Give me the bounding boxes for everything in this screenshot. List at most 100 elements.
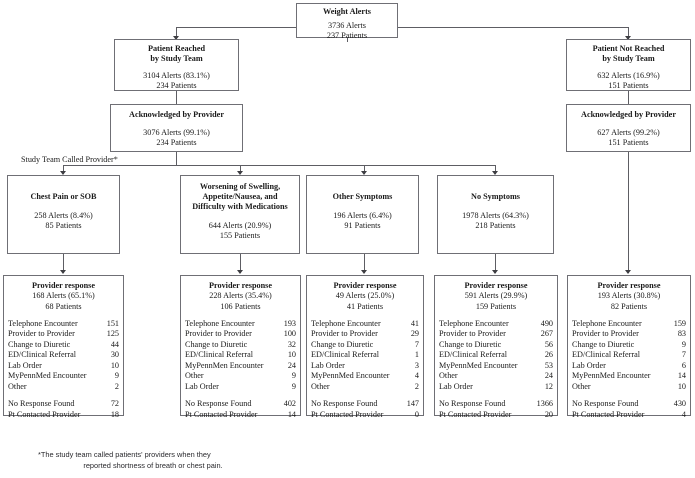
response-patients: 159 Patients (475, 301, 517, 311)
node-title: Patient Reached by Study Team (115, 44, 238, 64)
row-label: Change to Diuretic (311, 339, 374, 349)
row-value: 14 (677, 371, 686, 381)
row-value: 9 (681, 339, 686, 349)
row-value: 56 (544, 339, 553, 349)
row-label: ED/Clinical Referral (439, 350, 507, 360)
response-header: Provider response 228 Alerts (35.4%) 106… (185, 281, 296, 312)
row-label: No Response Found (439, 399, 506, 409)
row-label: Provider to Provider (311, 329, 378, 339)
row-label: No Response Found (572, 399, 639, 409)
alerts-count: 1978 Alerts (64.3%) (462, 211, 529, 220)
connector-drop-chest (63, 165, 64, 174)
row-label: ED/Clinical Referral (185, 350, 253, 360)
alerts-count: 627 Alerts (99.2%) (597, 128, 660, 137)
response-alerts: 193 Alerts (30.8%) (597, 291, 661, 301)
node-title: No Symptoms (438, 192, 553, 202)
title-line-1: Chest Pain or SOB (30, 192, 97, 201)
arrow-to-response-2 (237, 270, 243, 274)
row-label: Change to Diuretic (185, 339, 248, 349)
row-label: Provider to Provider (439, 329, 506, 339)
response-patients: 106 Patients (220, 301, 261, 311)
row-value: 7 (681, 350, 686, 360)
arrow-to-response-1 (60, 270, 66, 274)
node-stats: 3104 Alerts (83.1%) 234 Patients (115, 71, 238, 92)
row-label: Lab Order (311, 360, 345, 370)
footnote: *The study team called patients' provide… (38, 450, 268, 471)
row-label: MyPennMen Encounter (185, 360, 264, 370)
connector-symptom-bus-b (176, 165, 495, 166)
title-line-2: by Study Team (150, 54, 203, 63)
response-alerts: 591 Alerts (29.9%) (464, 291, 528, 301)
connector-ack-left-down (176, 152, 177, 165)
response-patients: 82 Patients (610, 301, 648, 311)
node-title: Acknowledged by Provider (581, 110, 676, 119)
patients-count: 234 Patients (156, 81, 197, 91)
response-header: Provider response 168 Alerts (65.1%) 68 … (8, 281, 119, 312)
node-stats: 3076 Alerts (99.1%) 234 Patients (111, 128, 242, 149)
connector-drop-reached (176, 27, 177, 39)
row-label: Lab Order (185, 381, 219, 391)
row-value: 9 (114, 371, 119, 381)
title-line-1: Patient Not Reached (592, 44, 665, 53)
alerts-count: 3076 Alerts (99.1%) (143, 128, 210, 137)
connector-drop-other (364, 165, 365, 174)
connector-reached-to-ack (176, 91, 177, 104)
arrow-to-none (492, 171, 498, 175)
alerts-count: 258 Alerts (8.4%) (34, 211, 93, 220)
node-weight-alerts: Weight Alerts 3736 Alerts 237 Patients (296, 3, 398, 40)
response-header: Provider response 591 Alerts (29.9%) 159… (439, 281, 553, 312)
node-stats: 632 Alerts (16.9%) 151 Patients (567, 71, 690, 92)
patients-count: 234 Patients (156, 138, 197, 148)
response-title: Provider response (32, 281, 95, 290)
row-label: Change to Diuretic (439, 339, 502, 349)
row-value: 490 (540, 318, 553, 328)
node-stats: 196 Alerts (6.4%) 91 Patients (307, 211, 418, 232)
row-spacer (572, 392, 686, 399)
arrow-to-other (361, 171, 367, 175)
connector-ack-right-down (628, 152, 629, 273)
connector-none-down (495, 254, 496, 273)
row-label: Other (572, 381, 591, 391)
row-label: Provider to Provider (185, 329, 252, 339)
node-stats: 1978 Alerts (64.3%) 218 Patients (438, 211, 553, 232)
row-value: 72 (110, 399, 119, 409)
response-title: Provider response (464, 281, 528, 290)
arrow-to-response-5 (625, 270, 631, 274)
arrow-to-not-reached (625, 36, 631, 40)
response-alerts: 228 Alerts (35.4%) (209, 291, 272, 301)
row-label: Change to Diuretic (572, 339, 635, 349)
alerts-count: 632 Alerts (16.9%) (597, 71, 660, 80)
row-value: 24 (287, 360, 296, 370)
arrow-to-response-3 (361, 270, 367, 274)
node-stats: 627 Alerts (99.2%) 151 Patients (567, 128, 690, 149)
alerts-count: 3104 Alerts (83.1%) (143, 71, 210, 80)
footnote-line-2: reported shortness of breath or chest pa… (83, 460, 223, 470)
connector-drop-not-reached (628, 27, 629, 39)
row-label: Telephone Encounter (185, 318, 255, 328)
row-value: 20 (544, 409, 553, 419)
connector-chest-down (63, 254, 64, 273)
connector-notreached-to-ack (628, 91, 629, 104)
row-label: Pt Contacted Provider (439, 409, 512, 419)
alerts-count: 644 Alerts (20.9%) (208, 221, 272, 230)
